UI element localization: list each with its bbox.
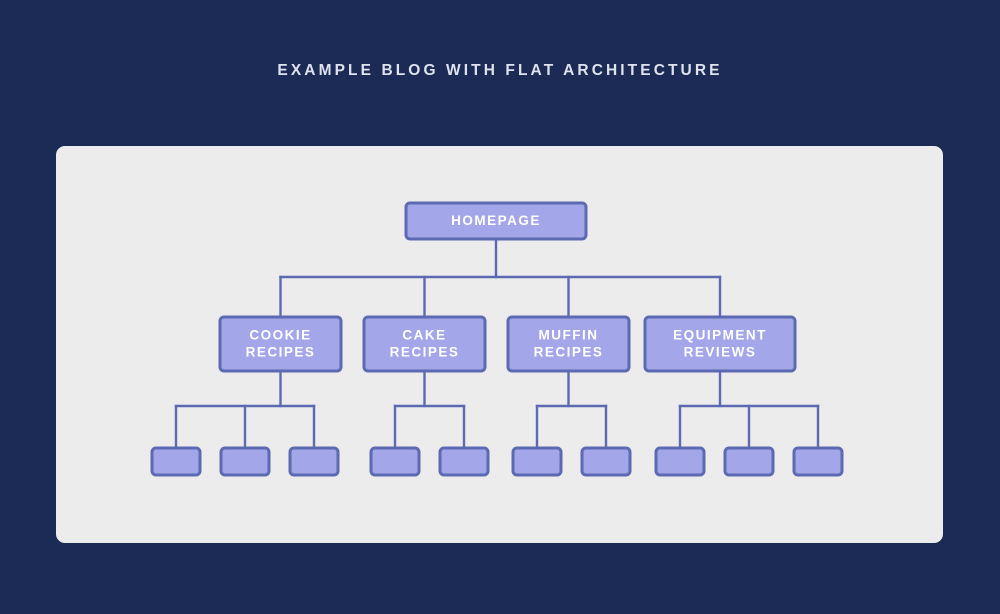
node-leaf-10[interactable] [792,446,844,477]
node-leaf-9[interactable] [723,446,775,477]
node-leaf-3[interactable] [288,446,340,477]
node-homepage[interactable] [404,201,588,241]
node-cookie-recipes[interactable] [218,315,343,373]
node-leaf-5[interactable] [438,446,490,477]
node-leaf-6[interactable] [511,446,563,477]
node-muffin-recipes[interactable] [506,315,631,373]
node-cake-recipes[interactable] [362,315,487,373]
node-label-homepage: HOMEPAGE [451,213,541,228]
node-equipment-reviews[interactable] [643,315,797,373]
page-title: EXAMPLE BLOG WITH FLAT ARCHITECTURE [277,62,723,79]
node-leaf-4[interactable] [369,446,421,477]
node-leaf-1[interactable] [150,446,202,477]
node-leaf-7[interactable] [580,446,632,477]
node-leaf-2[interactable] [219,446,271,477]
node-leaf-8[interactable] [654,446,706,477]
connector-layer [174,237,820,450]
